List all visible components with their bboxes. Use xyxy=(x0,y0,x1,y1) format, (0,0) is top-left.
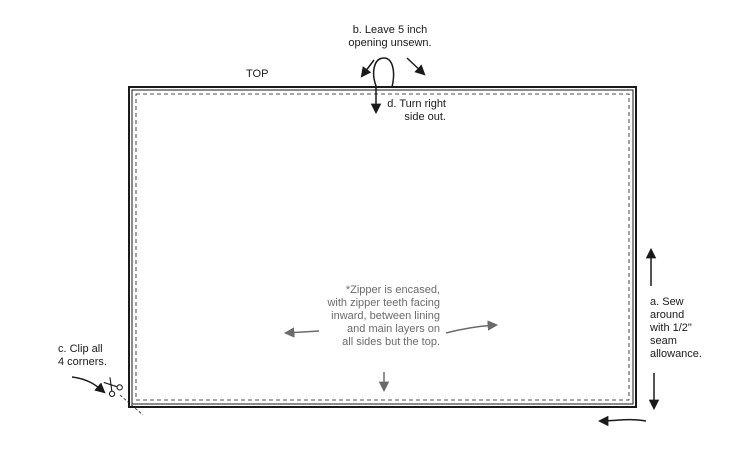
fabric-panel-outer xyxy=(128,86,637,408)
step-a-line1: a. Sew xyxy=(650,296,684,308)
zipper-note-line2: with zipper teeth facing xyxy=(327,297,440,309)
zipper-note: *Zipper is encased, with zipper teeth fa… xyxy=(300,284,440,349)
sew-bottom-arrow xyxy=(597,415,647,427)
scissors-icon xyxy=(103,377,123,397)
seam-line xyxy=(135,93,630,401)
opening-right-arrow xyxy=(406,57,426,76)
top-label: TOP xyxy=(246,68,269,80)
zipper-right-arrow xyxy=(445,320,499,334)
step-a-line4: seam xyxy=(650,335,677,347)
zipper-note-line1: *Zipper is encased, xyxy=(345,284,440,296)
step-b-label: b. Leave 5 inch opening unsewn. xyxy=(340,24,440,50)
step-b-line2: opening unsewn. xyxy=(348,37,432,49)
step-d-line1: d. Turn right xyxy=(387,98,446,110)
step-b-line1: b. Leave 5 inch xyxy=(352,24,428,36)
step-a-line5: allowance. xyxy=(650,348,702,360)
zipper-note-line3: inward, between lining xyxy=(331,310,440,322)
step-d-line2: side out. xyxy=(404,111,446,123)
zipper-note-line5: all sides but the top. xyxy=(342,336,440,348)
zipper-note-line4: and main layers on xyxy=(347,323,440,335)
step-a-label: a. Sew around with 1/2" seam allowance. xyxy=(650,296,702,361)
step-c-line1: c. Clip all xyxy=(58,343,103,355)
zipper-left-arrow xyxy=(283,327,320,338)
fabric-panel-inner xyxy=(131,89,634,405)
step-d-label: d. Turn right side out. xyxy=(356,98,446,124)
clip-corner-arrow xyxy=(71,376,106,394)
step-c-line2: 4 corners. xyxy=(58,356,107,368)
opening-left-arrow xyxy=(360,59,375,78)
turn-out-loop-arrow xyxy=(370,57,395,115)
step-c-label: c. Clip all 4 corners. xyxy=(58,343,107,369)
step-a-line2: around xyxy=(650,309,685,321)
step-a-line3: with 1/2" xyxy=(650,322,692,334)
clip-cut-line xyxy=(119,394,144,416)
